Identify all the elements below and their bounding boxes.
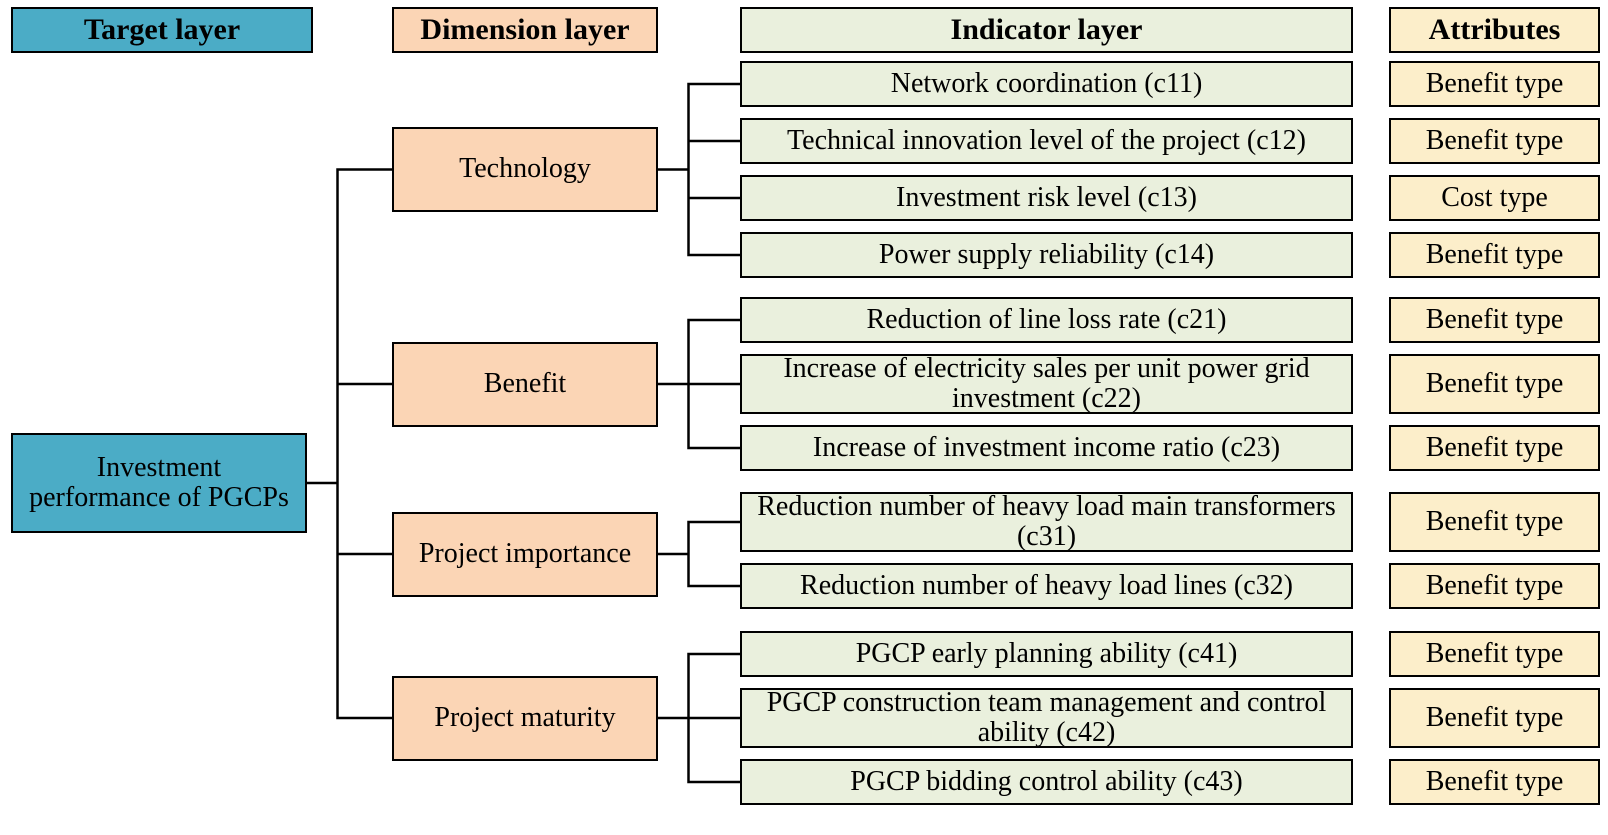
target-layer-header: Target layer [11,7,313,53]
attribute-box-c41: Benefit type [1389,631,1600,677]
indicator-box-c11: Network coordination (c11) [740,61,1353,107]
indicator-box-c21: Reduction of line loss rate (c21) [740,297,1353,343]
attribute-box-c22: Benefit type [1389,354,1600,414]
indicator-box-c32: Reduction number of heavy load lines (c3… [740,563,1353,609]
dimension-box-benefit: Benefit [392,341,658,427]
indicator-layer-header: Indicator layer [740,7,1353,53]
indicator-box-c31: Reduction number of heavy load main tran… [740,491,1353,552]
dimension-box-technology: Technology [392,127,658,212]
attribute-box-c23: Benefit type [1389,425,1600,471]
attribute-box-c21: Benefit type [1389,297,1600,343]
indicator-box-c42: PGCP construction team management and co… [740,687,1353,748]
attribute-box-c43: Benefit type [1389,759,1600,805]
indicator-box-c13: Investment risk level (c13) [740,175,1353,221]
indicator-box-c43: PGCP bidding control ability (c43) [740,759,1353,805]
attribute-box-c12: Benefit type [1389,118,1600,164]
attribute-box-c11: Benefit type [1389,61,1600,107]
dimension-layer-header: Dimension layer [392,7,658,53]
indicator-box-c14: Power supply reliability (c14) [740,232,1353,278]
attribute-box-c14: Benefit type [1389,232,1600,278]
attributes-header: Attributes [1389,7,1600,53]
attribute-box-c31: Benefit type [1389,492,1600,552]
dimension-box-project-importance: Project importance [392,511,658,597]
indicator-box-c41: PGCP early planning ability (c41) [740,631,1353,677]
target-box: Investment performance of PGCPs [11,433,307,533]
indicator-box-c23: Increase of investment income ratio (c23… [740,425,1353,471]
dimension-box-project-maturity: Project maturity [392,675,658,761]
attribute-box-c42: Benefit type [1389,688,1600,748]
attribute-box-c13: Cost type [1389,175,1600,221]
indicator-box-c12: Technical innovation level of the projec… [740,118,1353,164]
indicator-box-c22: Increase of electricity sales per unit p… [740,353,1353,414]
attribute-box-c32: Benefit type [1389,563,1600,609]
